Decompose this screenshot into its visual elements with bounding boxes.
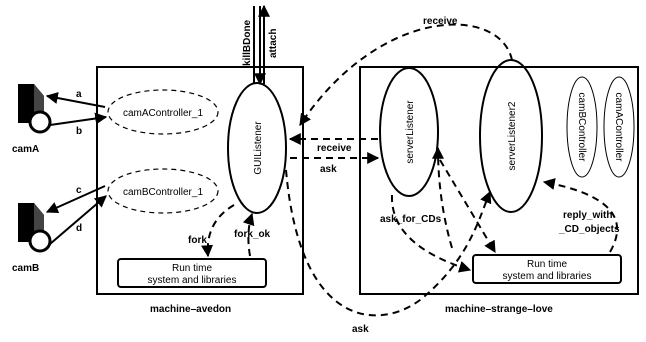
arrow-b	[49, 112, 108, 126]
camB-controller-1-label: camBController_1	[123, 187, 203, 198]
ask-bottom-label: ask	[352, 324, 369, 335]
receive-mid-label: receive	[317, 143, 352, 154]
arrow-c	[45, 185, 106, 214]
machine-avedon-label: machine–avedon	[150, 304, 231, 315]
camB-controller-process	[566, 76, 598, 178]
fork-ok-arrow	[242, 212, 255, 257]
arrow-a	[45, 92, 106, 108]
server-listener2-label: serverListener2	[507, 101, 518, 170]
machine-strange-love-label: machine–strange–love	[445, 304, 553, 315]
arrow-b-label: b	[76, 126, 82, 137]
camB-controller-label: camBController	[576, 93, 587, 163]
arrow-d	[49, 195, 107, 245]
runtime-avedon-line2: system and libraries	[148, 275, 237, 286]
machine-strange-love-box	[359, 66, 639, 295]
fork-arrow	[201, 204, 235, 258]
runtime-strange-love-box	[472, 254, 622, 284]
server-to-runtime-arrow	[439, 159, 496, 254]
runtime-strange-love-line1: Run time	[527, 259, 567, 270]
ask-for-cds-label: ask_for_CDs	[380, 214, 442, 225]
camA-controller-1-process	[107, 89, 219, 135]
attach-label: attach	[268, 29, 279, 58]
camera-a-icon	[18, 84, 52, 134]
camera-a-label: camA	[12, 144, 39, 155]
server-listener-label: serverListener	[405, 100, 416, 164]
server-listener-process	[379, 67, 439, 197]
ask-for-cds-return-arrow	[432, 146, 453, 249]
camB-controller-1-process	[107, 168, 219, 214]
arrow-a-label: a	[76, 89, 82, 100]
camera-b-icon	[18, 203, 52, 253]
receive-top-arrow	[299, 23, 513, 126]
arrow-c-label: c	[76, 185, 82, 196]
camA-controller-1-label: camAController_1	[123, 108, 203, 119]
fork-label: fork	[188, 235, 207, 246]
runtime-strange-love-line2: system and libraries	[503, 271, 592, 282]
ask-for-cds-arrow	[390, 194, 472, 273]
reply-label-line1: reply_with	[563, 210, 612, 221]
arrow-d-label: d	[76, 223, 82, 234]
killbdone-label: killBDone	[242, 19, 253, 66]
camA-controller-label: camAController	[613, 93, 624, 163]
camA-controller-process	[603, 76, 635, 178]
gui-listener-label: GUIListener	[253, 121, 264, 175]
machine-avedon-box	[96, 66, 304, 295]
reply-with-cd-objects-arrow	[542, 178, 619, 253]
receive-top-label: receive	[423, 16, 458, 27]
runtime-avedon-box	[117, 258, 267, 288]
ask-mid-label: ask	[320, 164, 337, 175]
ask-bottom-arrow	[285, 169, 492, 317]
fork-ok-label: fork_ok	[234, 229, 271, 240]
reply-label-line2: _CD_objects	[558, 224, 620, 235]
camera-b-label: camB	[12, 263, 39, 274]
runtime-avedon-line1: Run time	[172, 263, 212, 274]
